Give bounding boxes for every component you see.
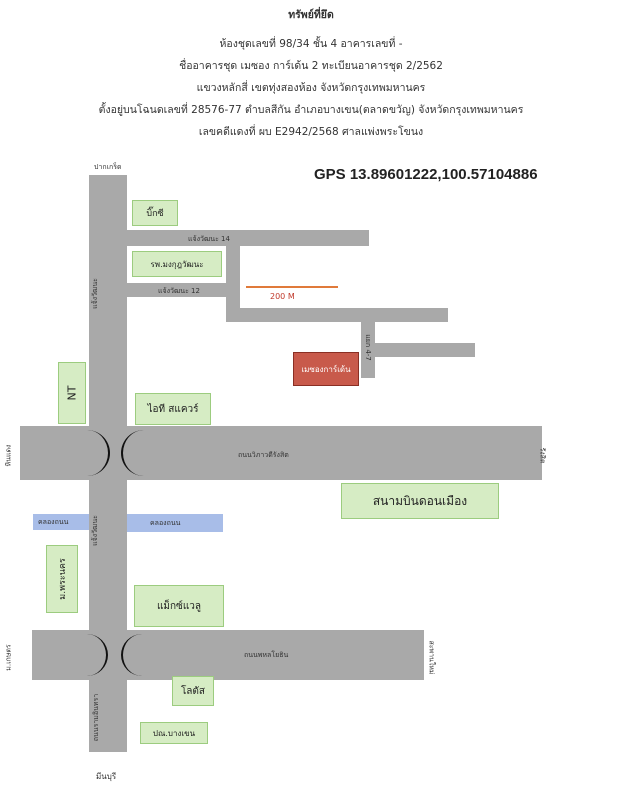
label-canal-left: คลองถนน (38, 518, 69, 526)
poi-nt: NT (58, 362, 86, 424)
label-rangsit: รังสิต (538, 447, 547, 464)
header-line-case: เลขคดีแดงที่ ผบ E2942/2568 ศาลแพ่งพระโขน… (198, 126, 424, 138)
poi-university: ม.พระนคร (46, 545, 78, 613)
poi-lotus-label: โลตัส (180, 685, 206, 697)
interchange-curve-right-2 (121, 634, 149, 676)
label-soi-14: แจ้งวัฒนะ 14 (188, 235, 230, 243)
canal-left (33, 514, 89, 530)
label-kaset: ม.เกษตร (4, 644, 13, 671)
label-small-soi: แยก 4-7 (363, 334, 372, 361)
poi-lotus: โลตัส (172, 676, 214, 706)
poi-nt-label: NT (65, 385, 79, 401)
target-property: เมซองการ์เด้น (293, 352, 359, 386)
poi-post-office: ปณ.บางเขน (140, 722, 208, 744)
header-line-deed: ตั้งอยู่บนโฉนดเลขที่ 28576-77 ตำบลสีกัน … (98, 104, 524, 116)
header-line-building: ชื่ออาคารชุด เมซอง การ์เด้น 2 ทะเบียนอาค… (179, 60, 443, 72)
road-small-soi (361, 322, 375, 378)
label-saphanmai: สะพานใหม่ (427, 640, 436, 675)
poi-university-label: ม.พระนคร (58, 558, 68, 600)
label-chaengwattana-lower: แจ้งวัฒนะ (90, 515, 99, 546)
poi-makro-label: แม็กซ์แวลู (156, 600, 202, 612)
header-line-district: แขวงหลักสี่ เขตทุ่งสองห้อง จังหวัดกรุงเท… (196, 82, 426, 94)
label-vibhavadi: ถนนวิภาวดีรังสิต (238, 451, 289, 459)
label-ramintra: ถนนรามอินทรา (92, 693, 101, 742)
poi-airport-label: สนามบินดอนเมือง (372, 493, 468, 508)
label-hindaeng: หินแดง (4, 444, 13, 467)
label-soi-12: แจ้งวัฒนะ 12 (158, 287, 200, 295)
interchange-curve-right-1 (121, 430, 153, 476)
poi-it-square-label: ไอที สแควร์ (147, 403, 199, 415)
header-line-unit: ห้องชุดเลขที่ 98/34 ชั้น 4 อาคารเลขที่ - (219, 38, 403, 50)
poi-makro: แม็กซ์แวลู (134, 585, 224, 627)
gps-coordinates: GPS 13.89601222,100.57104886 (314, 166, 538, 183)
poi-airport: สนามบินดอนเมือง (341, 483, 499, 519)
header-title: ทรัพย์ที่ยึด (288, 9, 334, 21)
road-small-soi-branch (375, 343, 475, 357)
poi-it-square: ไอที สแควร์ (135, 393, 211, 425)
interchange-curve-left-2 (80, 634, 108, 676)
label-canal-right: คลองถนน (150, 519, 181, 527)
scale-label: 200 M (270, 292, 295, 301)
poi-post-label: ปณ.บางเขน (152, 728, 196, 738)
label-phahonyothin: ถนนพหลโยธิน (244, 651, 289, 659)
poi-big-c: บิ๊กซี (132, 200, 178, 226)
target-label: เมซองการ์เด้น (301, 364, 351, 374)
scale-bar (246, 286, 338, 288)
interchange-curve-left-1 (78, 430, 110, 476)
road-inner-horizontal (226, 308, 448, 322)
label-pakkret: ปากเกร็ด (94, 163, 122, 171)
poi-hospital: รพ.มงกุฎวัฒนะ (132, 251, 222, 277)
canal-right (127, 514, 223, 532)
road-soi-14 (127, 230, 369, 246)
poi-hospital-label: รพ.มงกุฎวัฒนะ (150, 259, 204, 269)
road-soi-12 (127, 283, 240, 297)
label-chaengwattana: แจ้งวัฒนะ (90, 278, 99, 309)
poi-big-c-label: บิ๊กซี (146, 209, 164, 219)
label-minburi: มีนบุรี (96, 772, 117, 781)
